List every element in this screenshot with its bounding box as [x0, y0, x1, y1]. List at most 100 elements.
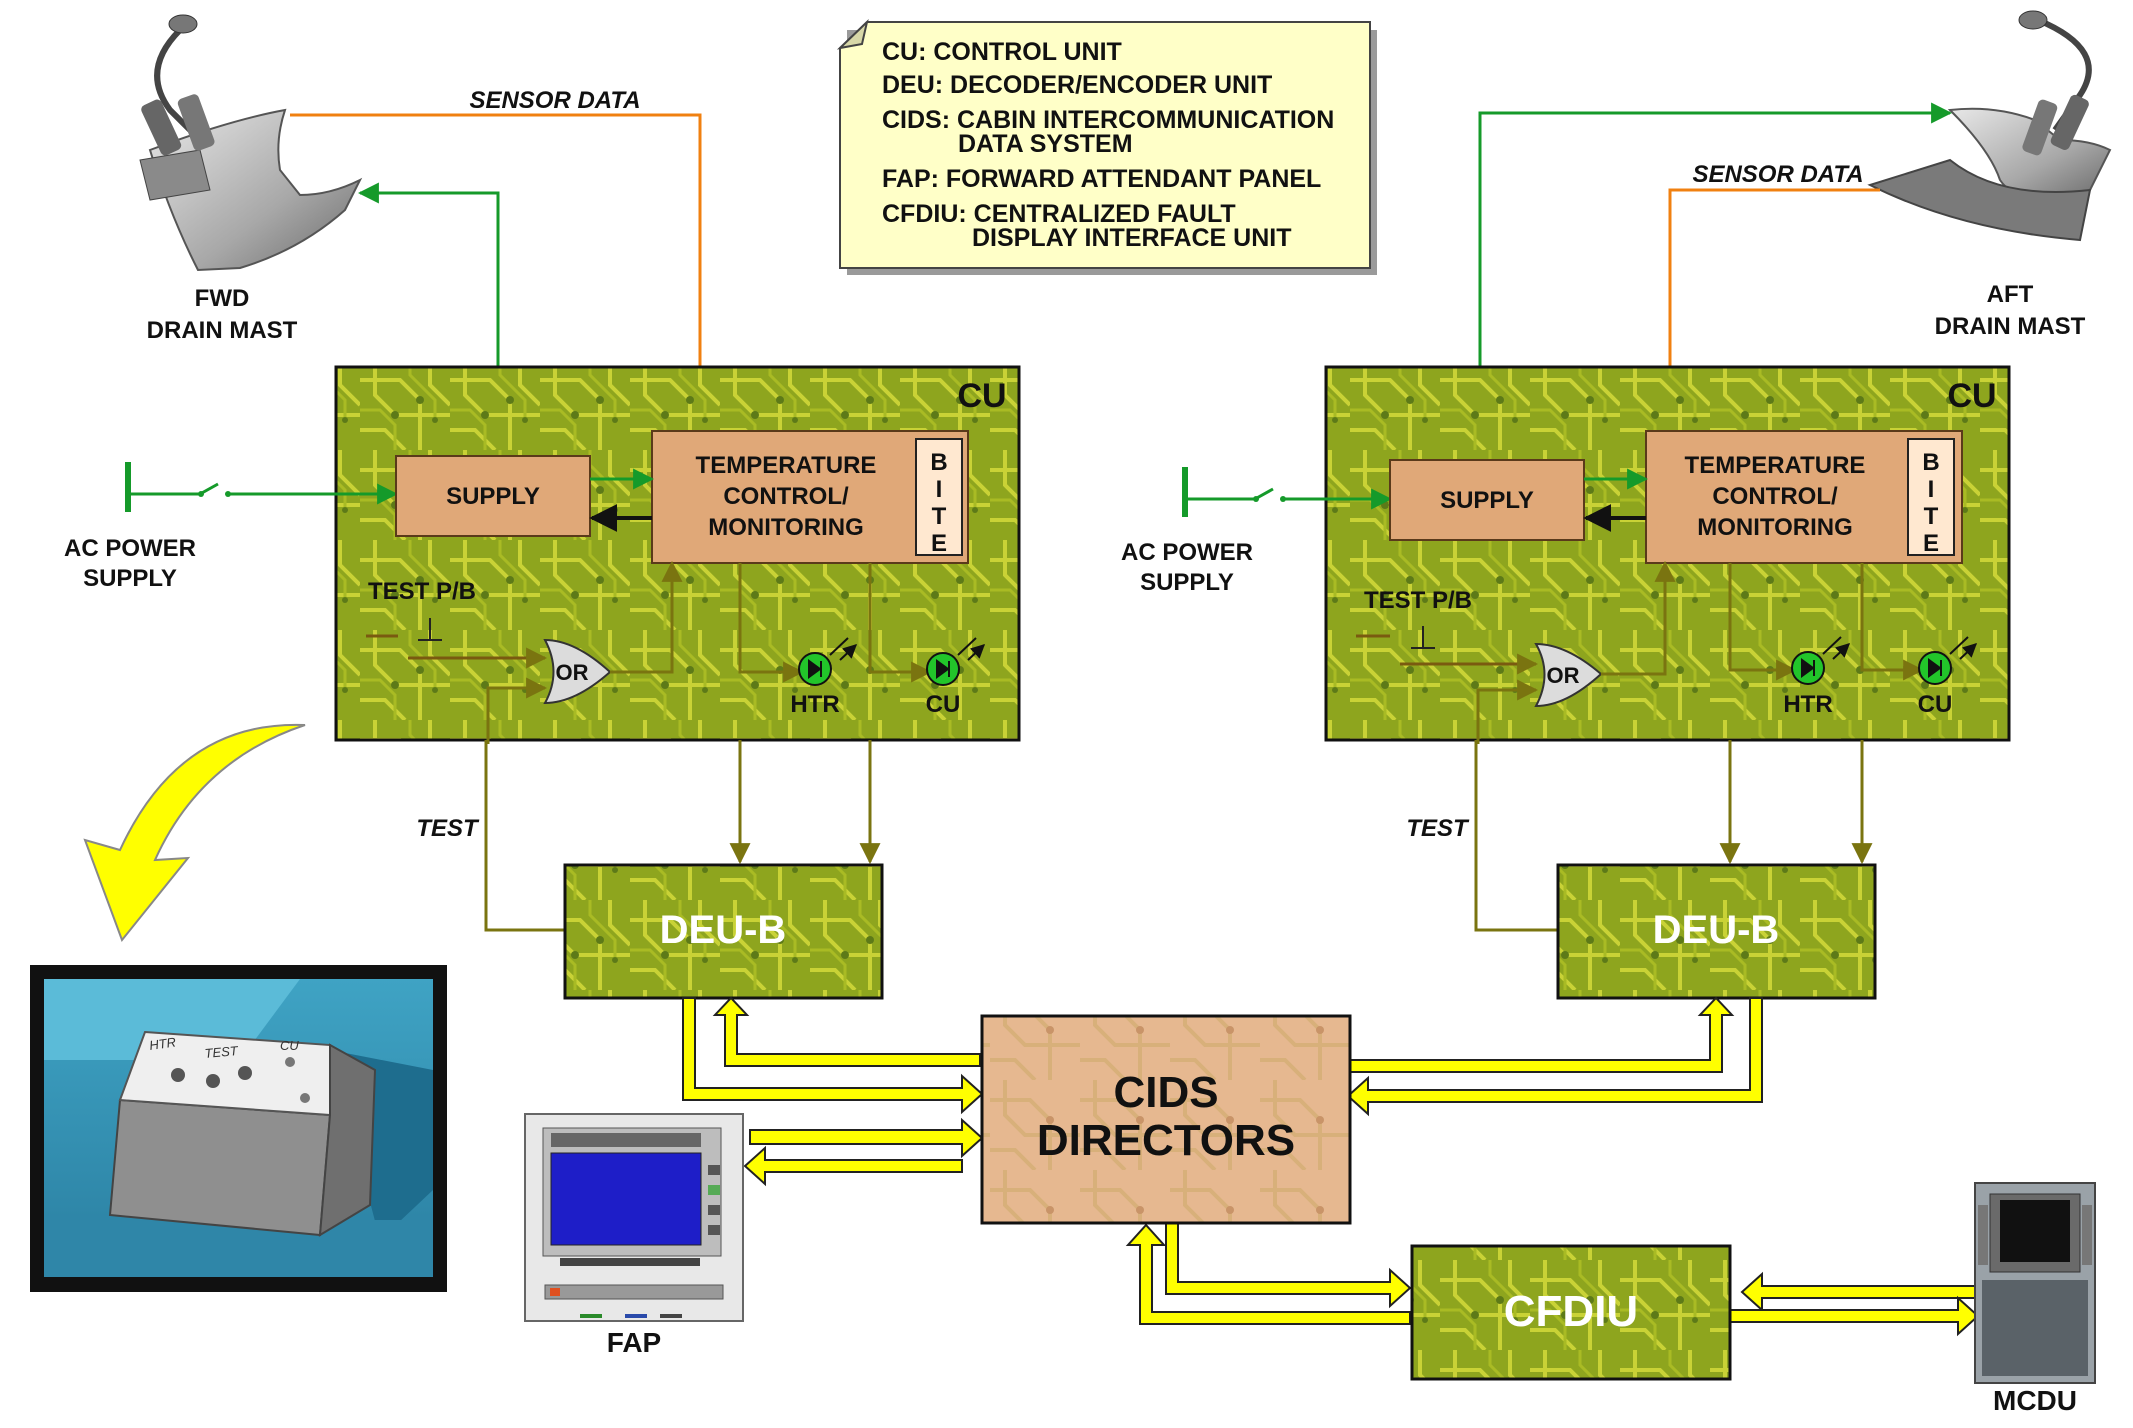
mcdu-label: MCDU [1993, 1385, 2077, 1416]
cu-led-label: CU [1918, 691, 1953, 718]
ac-power-label: SUPPLY [1140, 569, 1234, 596]
legend-line: CIDS: CABIN INTERCOMMUNICATION [882, 106, 1334, 134]
drain-mast-probe [2022, 99, 2058, 156]
sensor-data-line [290, 113, 711, 421]
mcdu-lsk-right [2082, 1205, 2092, 1265]
mcdu-keypad [1982, 1280, 2088, 1376]
test-line [1474, 740, 1558, 932]
bus-arrow-fap-to-cids [749, 1117, 984, 1159]
temp-control-label: TEMPERATURE [1685, 452, 1866, 479]
bite-letter: I [936, 476, 943, 503]
photo-test-button [206, 1074, 220, 1088]
temp-control-label: CONTROL/ [1712, 483, 1838, 510]
deu-b-label: DEU-B [1653, 908, 1780, 952]
switch-contact [1280, 496, 1286, 502]
fap-label: FAP [607, 1327, 661, 1358]
cids-label: CIDS [1113, 1068, 1218, 1117]
cu-title: CU [957, 377, 1006, 415]
ac-power-label: SUPPLY [83, 565, 177, 592]
fap-power-key [550, 1288, 560, 1296]
mcdu-icon [1974, 1182, 2096, 1384]
htr-label: HTR [1783, 691, 1832, 718]
test-pb-label: TEST P/B [368, 578, 476, 605]
fap-screen [550, 1152, 702, 1246]
aft-mast-label: AFT [1987, 281, 2034, 308]
test-pb-symbol [418, 618, 442, 641]
bite-letter: I [1928, 476, 1935, 503]
test-pb-label: TEST P/B [1364, 587, 1472, 614]
supply-label: SUPPLY [446, 483, 540, 510]
bus-arrow-deu-left-to-cids [682, 997, 984, 1115]
or-gate [543, 638, 612, 705]
bite-letter: T [932, 503, 947, 530]
drain-mast-body [148, 108, 363, 272]
htr-drive-line [738, 563, 805, 683]
legend-line: DATA SYSTEM [958, 130, 1133, 158]
drain-mast-probe [177, 94, 215, 151]
deu-b-label: DEU-B [660, 908, 787, 952]
or-gate [1534, 642, 1603, 708]
legend-line: DEU: DECODER/ENCODER UNIT [882, 71, 1272, 99]
cu-title: CU [1947, 377, 1996, 415]
aft-mast-label: DRAIN MAST [1935, 313, 2086, 340]
drain-mast-cable [154, 27, 203, 143]
zoom-arrow [83, 723, 306, 943]
photo-cu-label: CU [280, 1038, 299, 1053]
test-label: TEST [416, 815, 480, 842]
heater-supply-line [1478, 102, 1953, 368]
cfdiu-label: CFDIU [1504, 1287, 1638, 1336]
fwd-drain-mast [139, 14, 363, 272]
legend-line: FAP: FORWARD ATTENDANT PANEL [882, 165, 1321, 193]
drain-mast-probe [141, 99, 182, 156]
diode-symbol [808, 659, 822, 679]
bus-arrow-cids-to-deu-left [712, 996, 981, 1067]
drain-mast-probe [2050, 94, 2089, 150]
test-pb-line [1356, 634, 1536, 664]
bus-arrow-mcdu-to-cfdiu [1740, 1271, 1991, 1313]
fap-indicator [660, 1314, 682, 1318]
bite-letter: E [1923, 530, 1939, 557]
bite-letter: E [931, 530, 947, 557]
supply-box [395, 455, 591, 537]
photo-floor [44, 1220, 433, 1277]
cu-photo-side [318, 1043, 377, 1237]
supply-box [1389, 459, 1585, 541]
ac-power-label: AC POWER [1121, 539, 1253, 566]
temp-control-label: TEMPERATURE [696, 452, 877, 479]
test-label: TEST [1406, 815, 1470, 842]
cu-led-label: CU [926, 691, 961, 718]
aft-drain-mast [1867, 10, 2112, 242]
test-pb-symbol [1411, 626, 1435, 649]
drain-mast-connector [2018, 10, 2048, 30]
htr-drive-line [1728, 563, 1798, 681]
drain-mast-base [139, 149, 211, 201]
cids-label: DIRECTORS [1037, 1116, 1295, 1165]
or-label: OR [1547, 663, 1580, 688]
switch-contact [225, 491, 231, 497]
photo-led-cu [238, 1066, 252, 1080]
led-emission-arrows [829, 638, 856, 661]
bus-arrow-cfdiu-to-mcdu [1729, 1295, 1980, 1337]
switch-contact [198, 491, 204, 497]
led-emission-arrows [957, 638, 984, 661]
test-pb-line [366, 634, 545, 658]
fap-side-key [708, 1225, 720, 1235]
temp-control-label: MONITORING [1697, 514, 1853, 541]
cids-directors-box [980, 1014, 1352, 1225]
mcdu-lsk-left [1978, 1205, 1988, 1265]
photo-screw [300, 1093, 310, 1103]
bus-arrow-cfdiu-to-cids [1125, 1223, 1411, 1325]
legend-fold [836, 18, 869, 50]
temp-control-label: CONTROL/ [723, 483, 849, 510]
photo-htr-label: HTR [148, 1034, 177, 1053]
diode-symbol [936, 659, 950, 679]
data-bus-arrows [682, 996, 1991, 1337]
deu-b-box [563, 863, 884, 1000]
drain-mast-cable [2036, 17, 2092, 132]
bite-letter: B [1922, 449, 1939, 476]
fap-side-key [708, 1165, 720, 1175]
heater-supply-line [357, 182, 500, 368]
sensor-data-line [1659, 188, 1880, 421]
led-emission-arrows [1822, 637, 1849, 660]
